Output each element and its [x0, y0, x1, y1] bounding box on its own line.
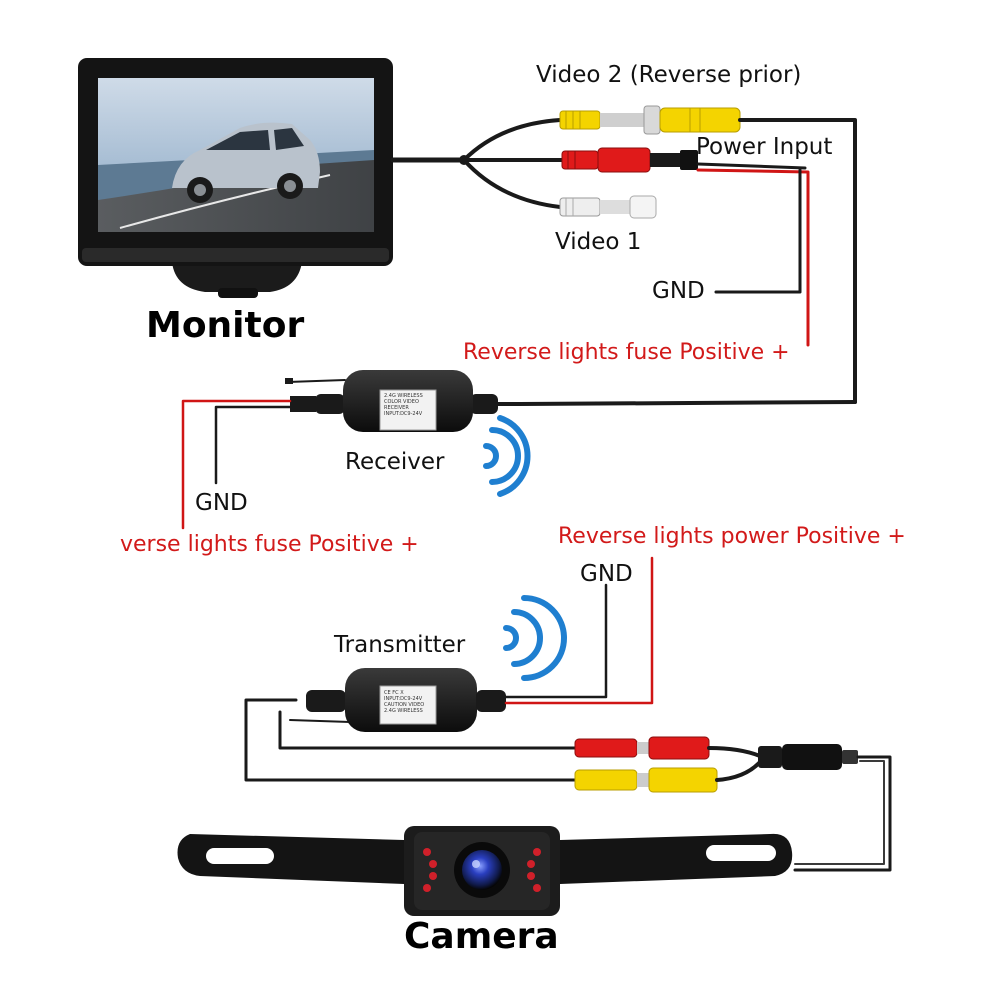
transmitter-text-line: CAUTION VIDEO — [384, 702, 425, 708]
label-monitor: Monitor — [146, 305, 305, 346]
transmitter-module-text: CE FC X INPUT:DC9-24V CAUTION VIDEO 2.4G… — [384, 690, 424, 714]
monitor-device — [78, 58, 393, 298]
screen-car — [172, 122, 320, 203]
monitor-stand-base — [218, 288, 258, 298]
receiver-text-line: RECEIVER — [384, 405, 409, 411]
label-transmitter: Transmitter — [334, 632, 466, 658]
transmitter-module — [244, 556, 654, 782]
monitor-harness — [390, 105, 857, 404]
wireless-signal-icon — [483, 415, 531, 497]
receiver-text-line: INPUT:DC9-24V — [384, 411, 423, 417]
transmitter-text-line: CE FC X — [384, 690, 404, 696]
camera-device — [177, 826, 793, 916]
receiver-module — [181, 370, 857, 530]
monitor-bezel-edge — [82, 248, 389, 262]
label-receiver: Receiver — [345, 449, 445, 475]
ir-leds — [423, 848, 541, 892]
transmitter-text-line: 2.4G WIRELESS — [384, 708, 423, 714]
rca-power-plug — [561, 147, 698, 173]
rca-video1-plug — [559, 195, 657, 219]
label-camera: Camera — [404, 916, 559, 957]
license-bracket — [177, 834, 404, 884]
label-video1: Video 1 — [555, 229, 642, 255]
label-gnd-transmitter: GND — [580, 561, 633, 587]
receiver-module-text: 2.4G WIRELESS COLOR VIDEO RECEIVER INPUT… — [384, 393, 423, 417]
label-gnd-monitor: GND — [652, 278, 705, 304]
rca-video2-pair — [559, 105, 741, 135]
label-gnd-receiver: GND — [195, 490, 248, 516]
receiver-text-line: COLOR VIDEO — [384, 399, 419, 405]
wireless-signal-icon-transmitter — [503, 595, 567, 681]
label-fuse-positive-receiver: verse lights fuse Positive + — [120, 532, 419, 557]
transmitter-text-line: INPUT:DC9-24V — [384, 696, 423, 702]
label-power-positive-transmitter: Reverse lights power Positive + — [558, 524, 906, 549]
monitor-stand — [172, 262, 302, 292]
label-fuse-positive-monitor: Reverse lights fuse Positive + — [463, 340, 790, 365]
label-power-input: Power Input — [696, 134, 833, 160]
receiver-text-line: 2.4G WIRELESS — [384, 393, 423, 399]
camera-harness — [574, 736, 892, 872]
label-video2: Video 2 (Reverse prior) — [536, 62, 802, 88]
